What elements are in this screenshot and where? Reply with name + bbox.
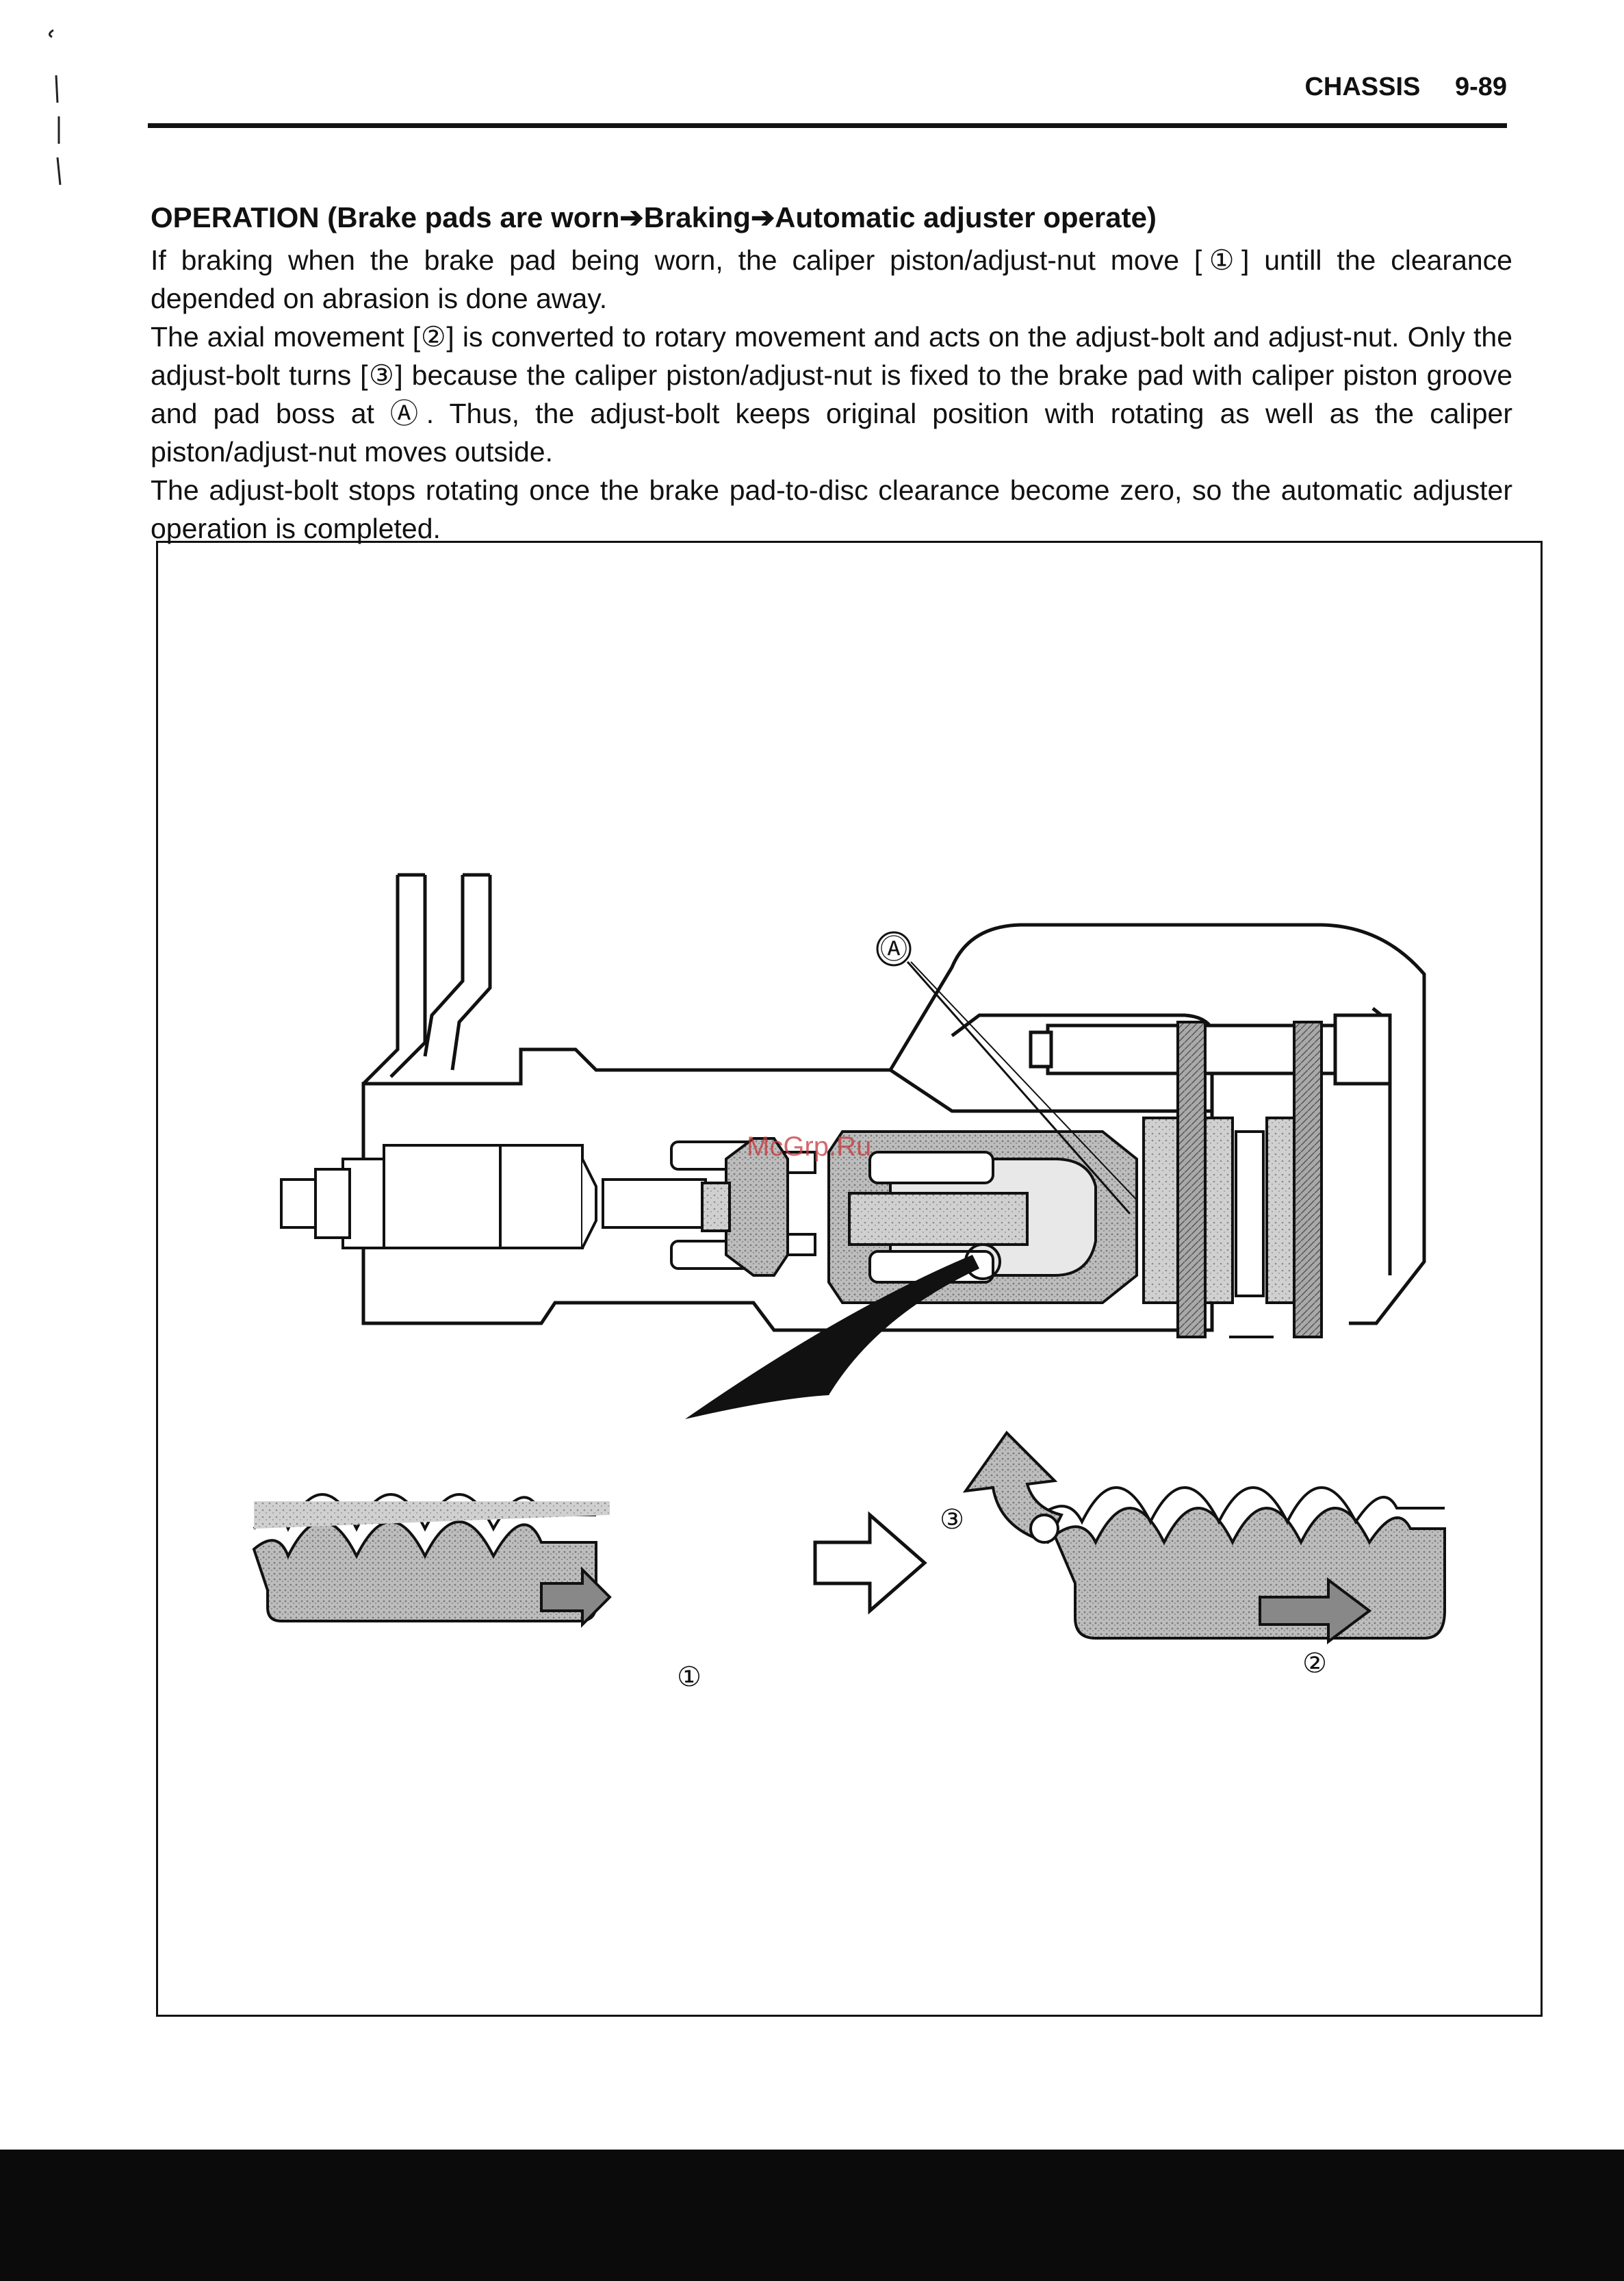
callout-1: ① (677, 1661, 701, 1693)
callout-3-label: ③ (940, 1504, 964, 1535)
header-page-number: 9-89 (1454, 73, 1507, 101)
caliper-adjuster-diagram: Ⓐ ① ② (252, 873, 1446, 1693)
caliper-piston (827, 1130, 1138, 1304)
margin-scan-marks (49, 29, 62, 186)
header-text: CHASSIS 9-89 (1277, 73, 1507, 102)
body-text: OPERATION (Brake pads are worn➔Braking➔A… (151, 199, 1512, 548)
figure-frame: Ⓐ ① ② (156, 541, 1543, 2017)
callout-2: ② (1302, 1648, 1327, 1679)
thread-detail-left (252, 1493, 612, 1628)
paragraph-3: The adjust-bolt stops rotating once the … (151, 474, 1512, 544)
brake-pads-and-disc (1142, 1021, 1323, 1338)
thread-detail-right (1040, 1486, 1446, 1644)
callout-2-label: ② (1302, 1648, 1327, 1679)
actuating-shaft (280, 1144, 707, 1249)
callout-1-label: ① (677, 1661, 701, 1693)
detail-pointer (685, 1255, 979, 1419)
scan-footer-band (0, 2150, 1624, 2281)
header-section: CHASSIS (1304, 73, 1421, 101)
transition-arrow (813, 1511, 927, 1615)
paragraph-1: If braking when the brake pad being worn… (151, 244, 1512, 314)
adjust-nut-cone (701, 1137, 789, 1277)
callout-3: ③ (940, 1504, 964, 1535)
page-header: CHASSIS 9-89 (148, 66, 1507, 128)
rotation-arrow (962, 1430, 1064, 1544)
callout-a: Ⓐ (876, 931, 1137, 1214)
paragraph-2: The axial movement [②] is converted to r… (151, 321, 1512, 468)
section-title: OPERATION (Brake pads are worn➔Braking➔A… (151, 201, 1157, 233)
watermark: McGrp.Ru (747, 1132, 872, 1162)
callout-a-label: Ⓐ (880, 934, 907, 965)
